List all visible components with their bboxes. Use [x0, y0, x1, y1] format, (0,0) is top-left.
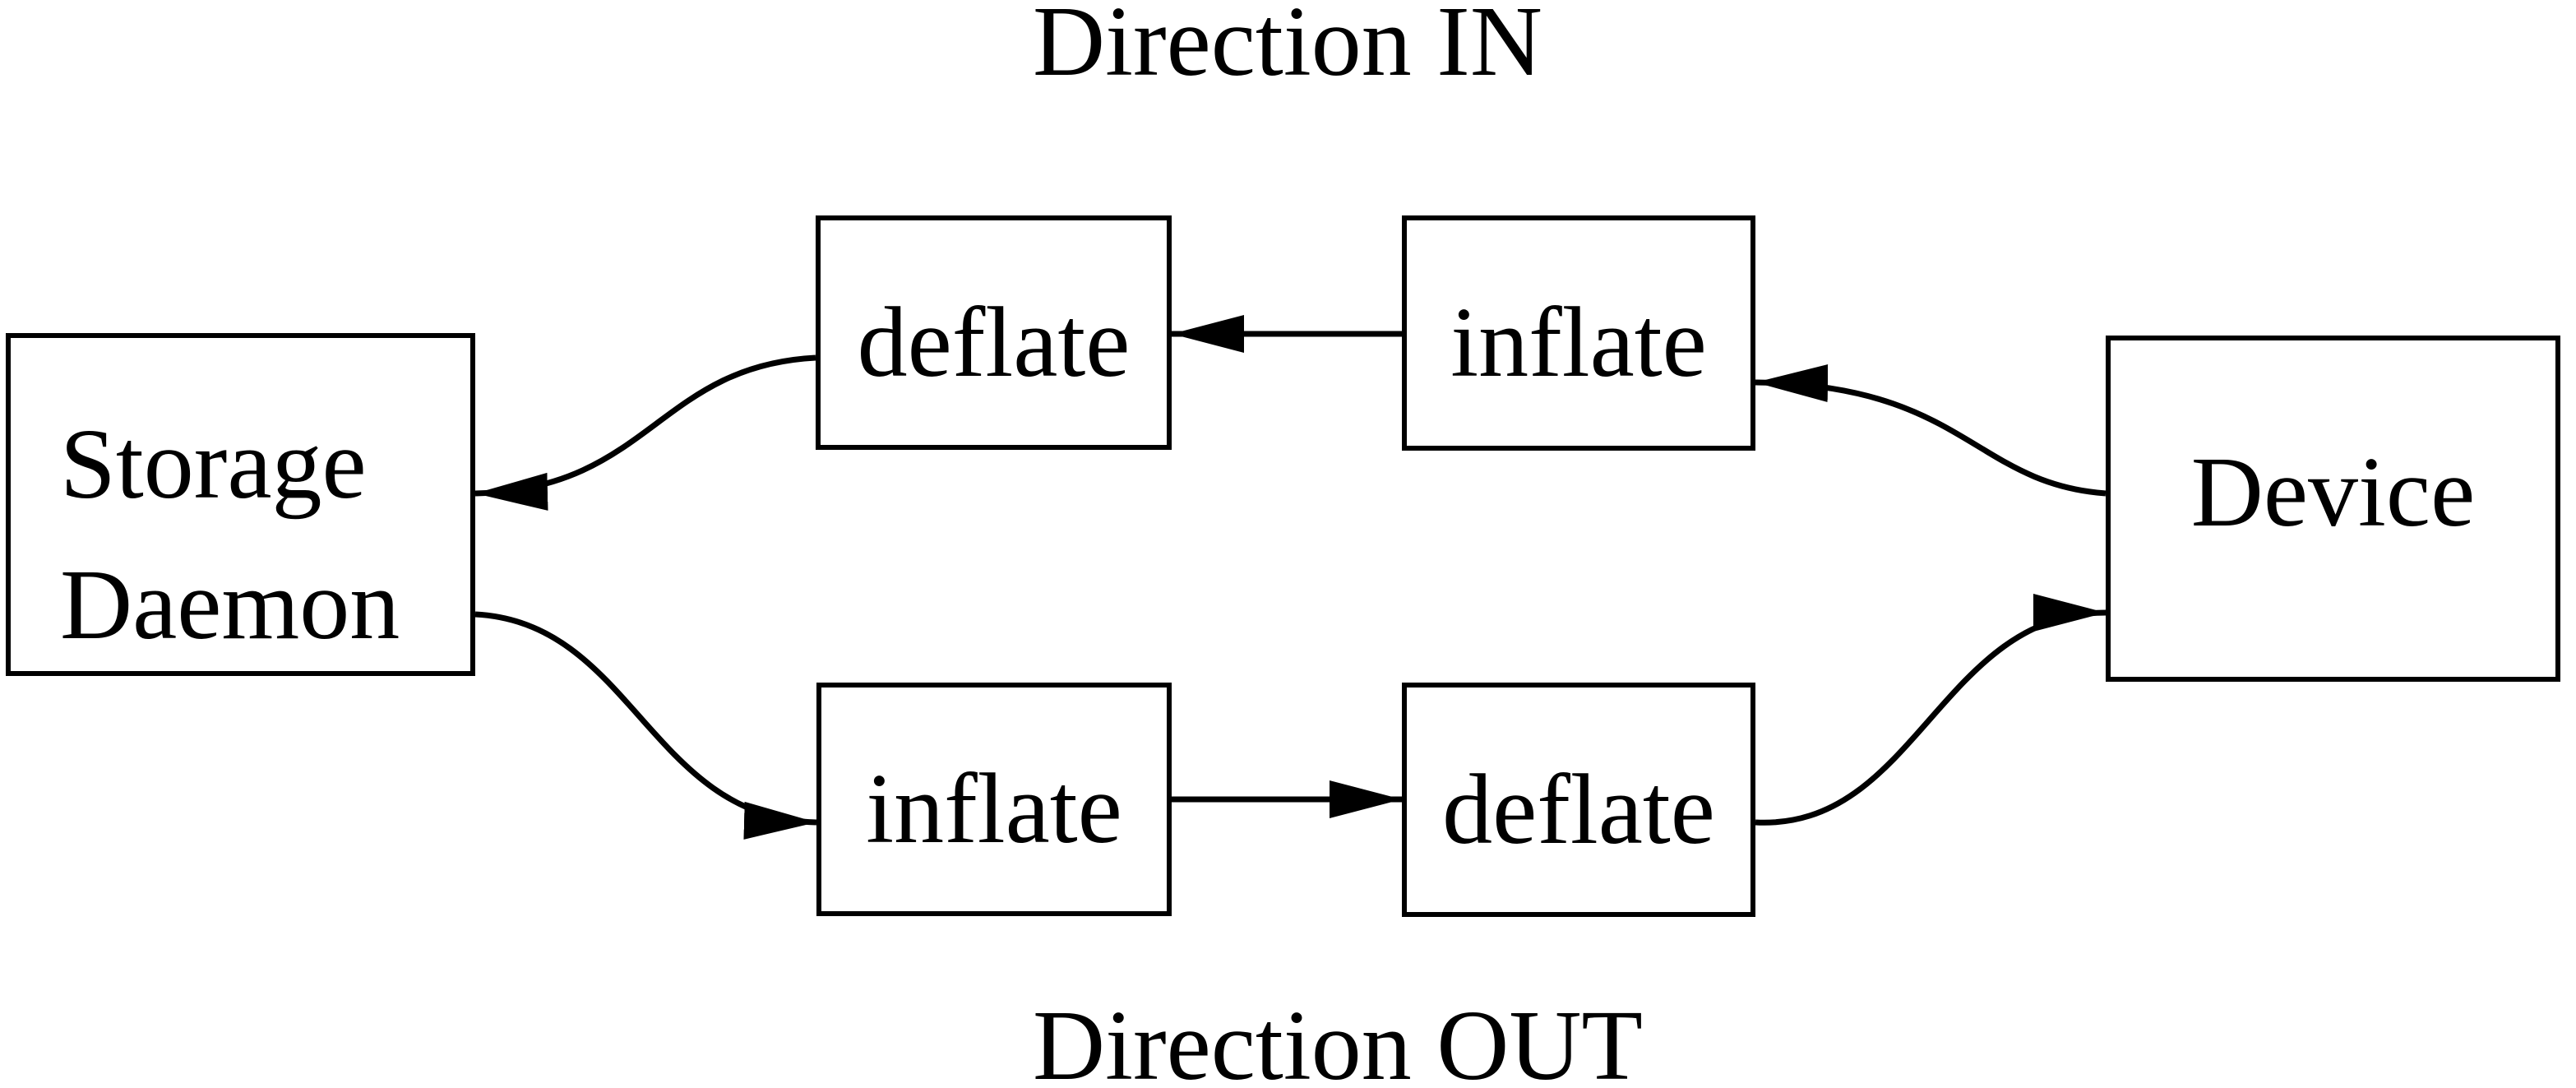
- storage-daemon-label-line2: Daemon: [60, 549, 400, 660]
- storage-daemon-box: Storage Daemon: [6, 333, 475, 676]
- device-box: Device: [2106, 336, 2560, 682]
- edge-deflate-in-to-storage-daemon-arrow: [474, 354, 816, 511]
- deflate-in-label: deflate: [857, 286, 1131, 398]
- edge-deflate-out-to-device-arrow: [1755, 594, 2107, 826]
- inflate-in-label: inflate: [1450, 287, 1707, 398]
- direction-out-title: Direction OUT: [1033, 990, 1643, 1088]
- storage-daemon-label-line1: Storage: [60, 408, 367, 520]
- deflate-out-box: deflate: [1402, 683, 1755, 917]
- inflate-out-label: inflate: [866, 753, 1122, 864]
- edge-storage-daemon-to-inflate-out-arrow: [474, 611, 817, 840]
- edge-device-to-inflate-in-arrow: [1755, 364, 2107, 497]
- inflate-in-box: inflate: [1402, 215, 1755, 451]
- direction-in-title: Direction IN: [1033, 0, 1542, 97]
- deflate-out-label: deflate: [1442, 753, 1715, 865]
- deflate-in-box: deflate: [816, 215, 1172, 450]
- device-label: Device: [2190, 436, 2476, 548]
- inflate-out-box: inflate: [816, 683, 1172, 916]
